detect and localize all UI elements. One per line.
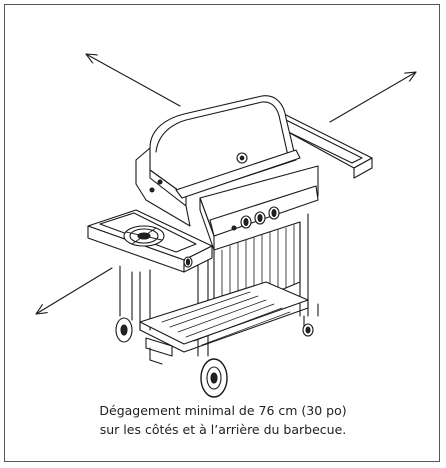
caption-line-2: sur les côtés et à l’arrière du barbecue…	[99, 422, 347, 437]
clearance-arrow-icon	[85, 53, 181, 107]
gas-grill-illustration	[87, 95, 373, 398]
clearance-caption: Dégagement minimal de 76 cm (30 po) sur …	[0, 401, 446, 439]
caption-line-1: Dégagement minimal de 76 cm (30 po)	[99, 403, 347, 418]
control-knob-icon	[254, 211, 266, 225]
side-burner-icon	[123, 225, 165, 247]
control-knob-icon	[268, 206, 280, 220]
control-knob-icon	[240, 215, 252, 229]
clearance-arrow-icon	[329, 71, 417, 123]
clearance-arrow-icon	[35, 267, 113, 315]
